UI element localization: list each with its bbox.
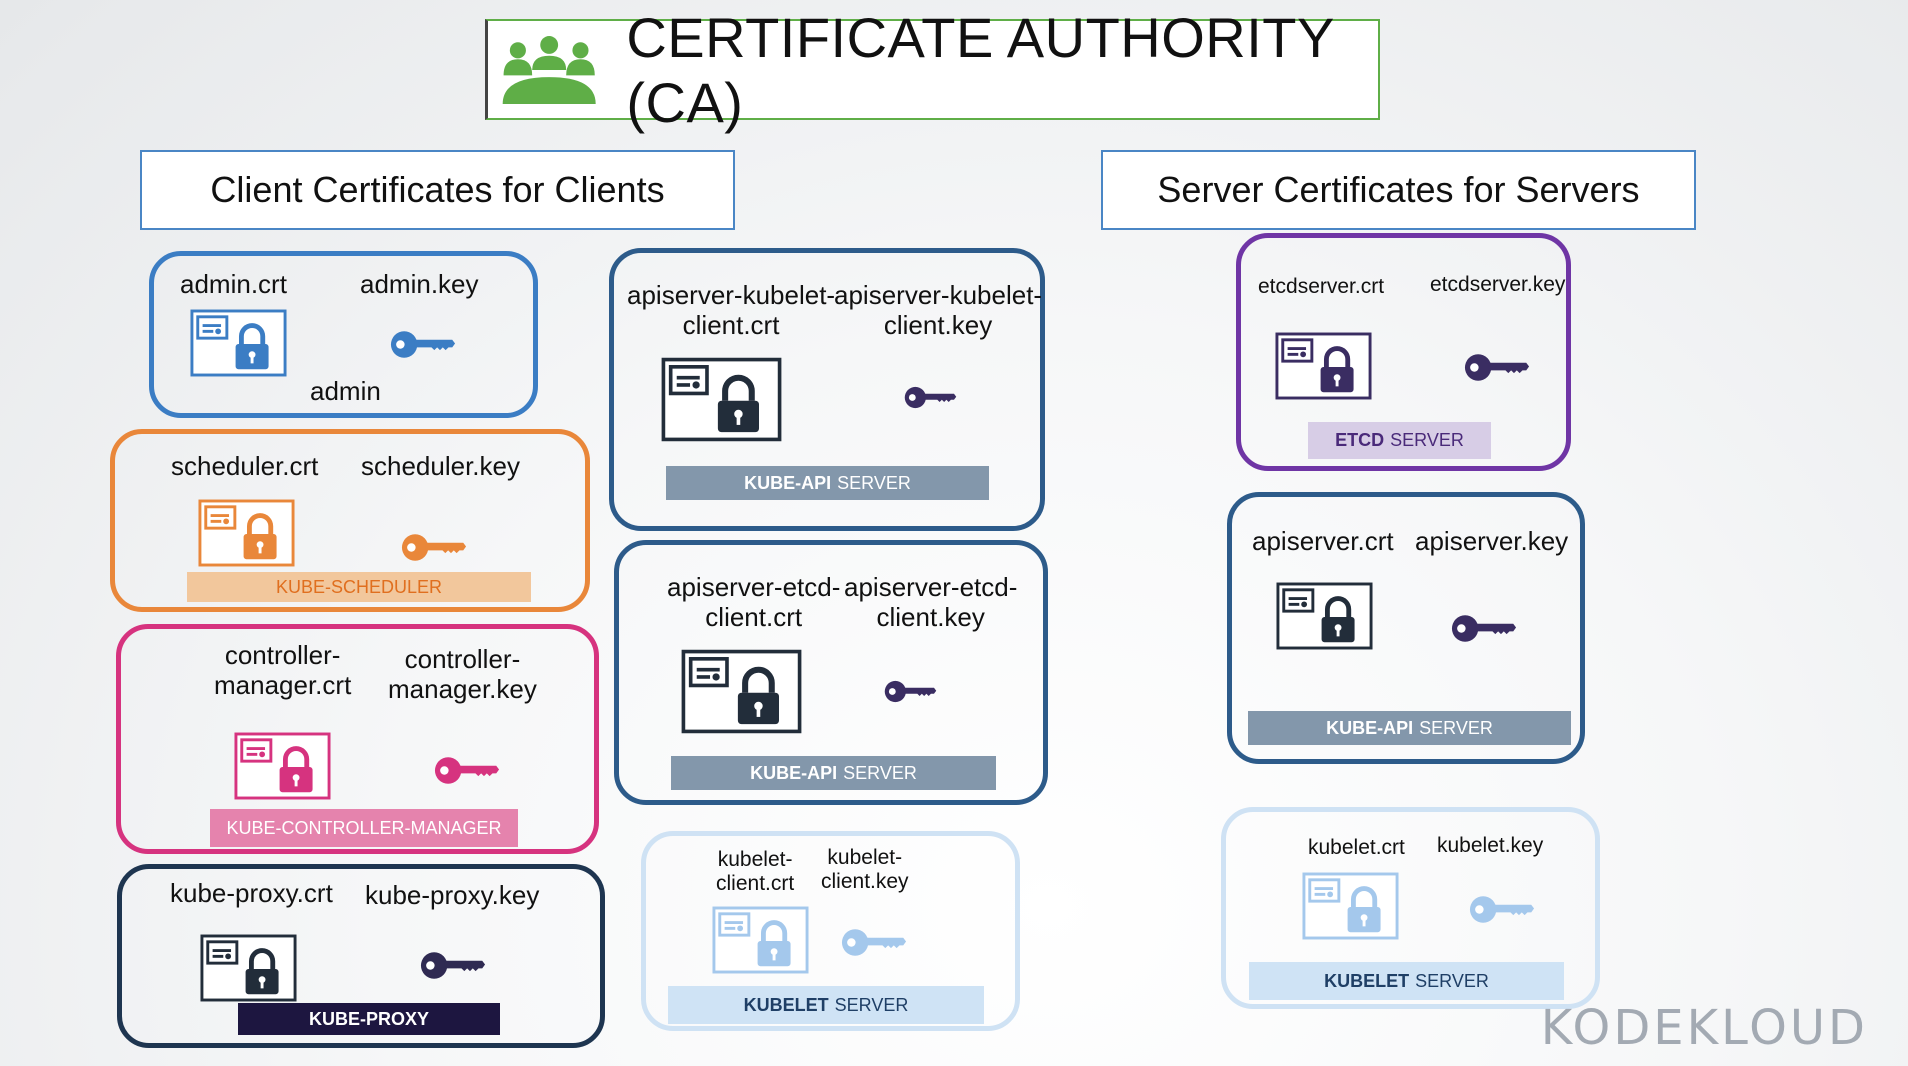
badge-bold: KUBE-API bbox=[744, 472, 832, 493]
certificate-icon bbox=[190, 309, 287, 377]
apiserver-kubelet-client-key-label: apiserver-kubelet-client.key bbox=[834, 280, 1043, 340]
key-icon bbox=[390, 329, 456, 360]
admin-crt-label: admin.crt bbox=[180, 269, 287, 299]
certificate-icon bbox=[712, 906, 809, 974]
kube-proxy-group: kube-proxy.crt kube-proxy.key KUBE-PROXY bbox=[117, 864, 605, 1048]
kube-proxy-crt-label: kube-proxy.crt bbox=[170, 878, 333, 908]
key-icon bbox=[841, 927, 907, 958]
badge-rest: SERVER bbox=[834, 994, 909, 1015]
kube-proxy-key-label: kube-proxy.key bbox=[365, 880, 540, 910]
kube-scheduler-badge: KUBE-SCHEDULER bbox=[187, 572, 531, 602]
certificate-icon bbox=[200, 934, 297, 1002]
apiserver-kubelet-client-group: apiserver-kubelet-client.crt apiserver-k… bbox=[609, 248, 1045, 531]
controller-manager-group: controller-manager.crt controller-manage… bbox=[116, 624, 599, 854]
key-icon bbox=[401, 532, 467, 563]
controller-manager-key-label: controller-manager.key bbox=[388, 644, 537, 704]
key-icon bbox=[1469, 894, 1535, 925]
admin-key-label: admin.key bbox=[360, 269, 479, 299]
kubelet-client-crt-label: kubelet-client.crt bbox=[716, 848, 795, 896]
kubelet-crt-label: kubelet.crt bbox=[1308, 836, 1405, 859]
key-icon bbox=[904, 385, 957, 410]
key-icon bbox=[1464, 352, 1530, 383]
people-group-icon bbox=[502, 35, 596, 104]
apiserver-etcd-client-group: apiserver-etcd-client.crt apiserver-etcd… bbox=[614, 540, 1048, 805]
kubelet-client-group: kubelet-client.crt kubelet-client.key KU… bbox=[641, 831, 1020, 1031]
client-certs-header: Client Certificates for Clients bbox=[140, 150, 735, 230]
badge-rest: SERVER bbox=[1419, 717, 1493, 738]
badge-rest: SERVER bbox=[843, 762, 917, 783]
badge-bold: KUBE-API bbox=[750, 762, 838, 783]
certificate-icon bbox=[1302, 872, 1399, 940]
certificate-icon bbox=[1276, 582, 1373, 650]
badge-bold: KUBELET bbox=[1324, 970, 1410, 991]
key-icon bbox=[420, 950, 486, 981]
apiserver-etcd-client-key-label: apiserver-etcd-client.key bbox=[844, 572, 1018, 632]
certificate-icon bbox=[234, 732, 331, 800]
apiserver-crt-label: apiserver.crt bbox=[1252, 526, 1394, 556]
server-certs-header: Server Certificates for Servers bbox=[1101, 150, 1696, 230]
page-title: CERTIFICATE AUTHORITY (CA) bbox=[626, 5, 1334, 134]
scheduler-key-label: scheduler.key bbox=[361, 451, 520, 481]
certificate-icon bbox=[681, 649, 802, 734]
admin-group: admin.crt admin.key admin bbox=[149, 251, 538, 418]
controller-manager-crt-label: controller-manager.crt bbox=[214, 640, 352, 700]
certificate-icon bbox=[661, 357, 782, 442]
apiserver-kubelet-client-crt-label: apiserver-kubelet-client.crt bbox=[627, 280, 836, 340]
badge-bold: KUBE-API bbox=[1326, 717, 1414, 738]
key-icon bbox=[1451, 613, 1517, 644]
kube-controller-manager-badge: KUBE-CONTROLLER-MANAGER bbox=[210, 809, 518, 847]
badge-bold: ETCD bbox=[1335, 430, 1385, 450]
badge-rest: SERVER bbox=[1390, 430, 1464, 450]
kubelet-key-label: kubelet.key bbox=[1437, 834, 1544, 857]
badge-rest: SERVER bbox=[837, 472, 911, 493]
apiserver-etcd-client-crt-label: apiserver-etcd-client.crt bbox=[667, 572, 841, 632]
key-icon bbox=[884, 679, 937, 704]
certificate-icon bbox=[198, 499, 295, 567]
scheduler-group: scheduler.crt scheduler.key KUBE-SCHEDUL… bbox=[110, 429, 590, 612]
apiserver-key-label: apiserver.key bbox=[1415, 526, 1569, 556]
admin-label: admin bbox=[310, 376, 381, 406]
kube-proxy-badge: KUBE-PROXY bbox=[238, 1003, 500, 1035]
kubelet-client-key-label: kubelet-client.key bbox=[821, 846, 909, 894]
key-icon bbox=[434, 755, 500, 786]
badge-rest: SERVER bbox=[1415, 970, 1489, 991]
scheduler-crt-label: scheduler.crt bbox=[171, 451, 319, 481]
etcdserver-key-label: etcdserver.key bbox=[1430, 273, 1566, 296]
badge-bold: KUBELET bbox=[743, 994, 829, 1015]
certificate-icon bbox=[1275, 332, 1372, 400]
etcdserver-crt-label: etcdserver.crt bbox=[1258, 275, 1385, 298]
kodekloud-logo: KODEKLOUD bbox=[1540, 1000, 1868, 1056]
ca-title-box: CERTIFICATE AUTHORITY (CA) bbox=[485, 6, 1380, 134]
